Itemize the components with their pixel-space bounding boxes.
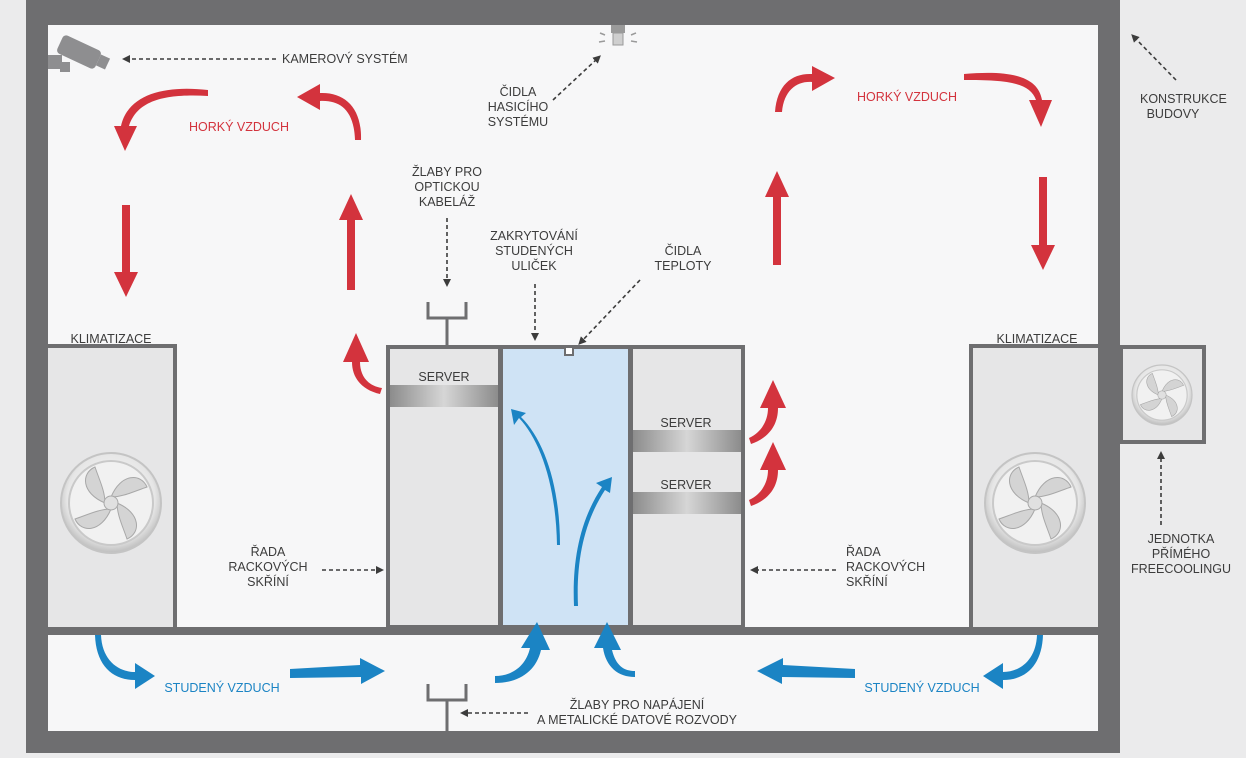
fan-icon	[60, 452, 162, 554]
building-structure-label: KONSTRUKCE BUDOVY	[1140, 92, 1227, 121]
camera-icon	[48, 35, 111, 72]
cold-aisle-cover-label: ZAKRYTOVÁNÍ STUDENÝCH ULIČEK	[490, 229, 578, 273]
freecooling-unit	[1119, 345, 1206, 444]
rack-row-right	[629, 345, 745, 629]
hot-air-label-right: HORKÝ VZDUCH	[856, 90, 957, 104]
server-unit	[633, 430, 741, 452]
fiber-cable-tray-icon	[426, 302, 468, 346]
hot-air-arrows	[114, 66, 1055, 506]
rack-row-left	[386, 345, 502, 629]
cold-air-label-right: STUDENÝ VZDUCH	[864, 681, 980, 695]
fire-sensors-label: ČIDLA HASICÍHO SYSTÉMU	[487, 85, 549, 129]
camera-system-label: KAMEROVÝ SYSTÉM	[282, 52, 408, 66]
server-label-left: SERVER	[418, 370, 470, 384]
hot-air-label-left: HORKÝ VZDUCH	[188, 120, 289, 134]
power-cable-tray-icon	[426, 684, 468, 731]
server-unit	[633, 492, 741, 514]
power-trays-label: ŽLABY PRO NAPÁJENÍ A METALICKÉ DATOVÉ RO…	[536, 698, 738, 727]
raised-floor	[48, 627, 1098, 635]
server-label-right-2: SERVER	[660, 478, 712, 492]
fire-sensor-icon	[598, 25, 638, 46]
fan-icon	[984, 452, 1086, 554]
server-label-right-1: SERVER	[660, 416, 712, 430]
pointer-arrows	[122, 34, 1177, 717]
cold-air-label-left: STUDENÝ VZDUCH	[164, 681, 280, 695]
cold-air-arrows	[95, 409, 1043, 689]
ac-label-left: KLIMATIZACE	[70, 332, 152, 346]
freecooling-label: JEDNOTKA PŘÍMÉHO FREECOOLINGU	[1130, 532, 1231, 576]
fiber-trays-label: ŽLABY PRO OPTICKOU KABELÁŽ	[412, 165, 482, 209]
ac-unit-left	[48, 344, 177, 627]
ac-label-right: KLIMATIZACE	[996, 332, 1078, 346]
rack-row-label-right: ŘADA RACKOVÝCH SKŘÍNÍ	[846, 545, 926, 589]
rack-row-label-left: ŘADA RACKOVÝCH SKŘÍNÍ	[228, 545, 308, 589]
temp-sensor-icon	[564, 346, 574, 356]
server-unit	[390, 385, 498, 407]
temperature-sensors-label: ČIDLA TEPLOTY	[654, 244, 712, 273]
ac-unit-right	[969, 344, 1098, 627]
fan-icon	[1131, 364, 1193, 426]
